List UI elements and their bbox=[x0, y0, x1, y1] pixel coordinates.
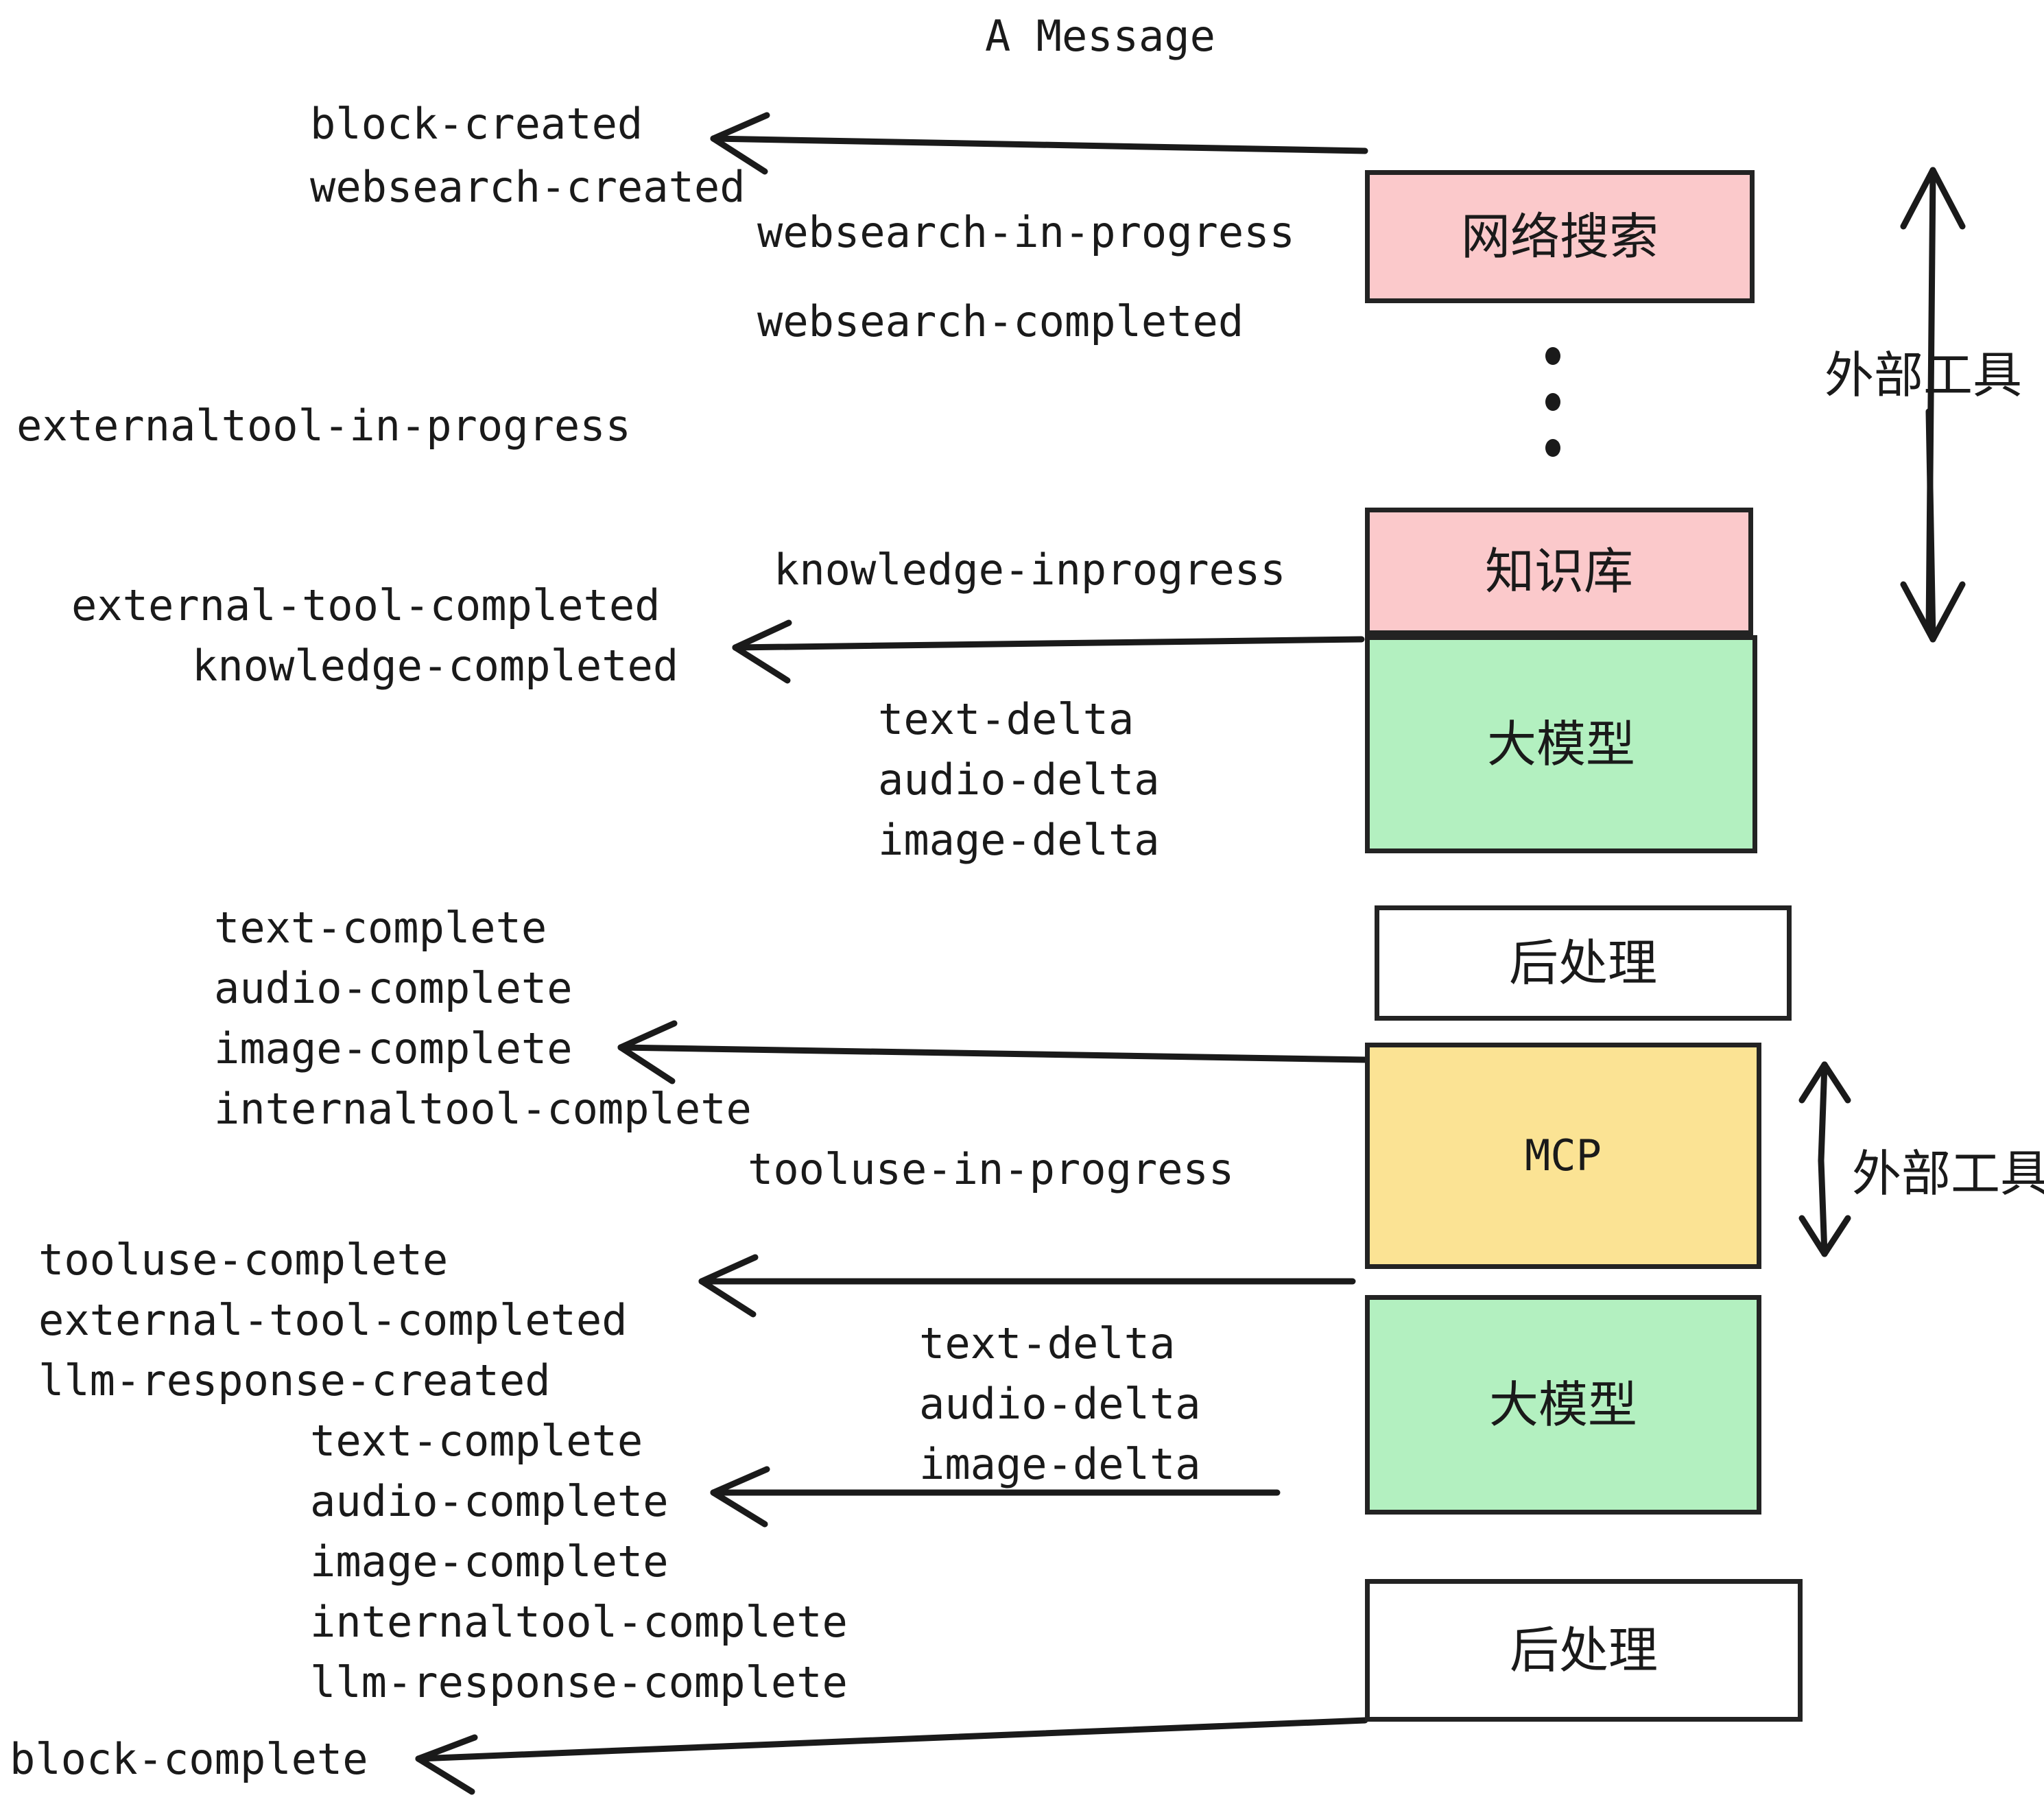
event-external-tool-completed-first: external-tool-completed bbox=[71, 580, 661, 630]
vertical-ellipsis bbox=[1545, 347, 1561, 457]
arrow-mcp-to-imagecomplete bbox=[617, 1044, 1368, 1063]
event-tooluse-complete: tooluse-complete bbox=[38, 1235, 449, 1285]
event-audio-complete-first: audio-complete bbox=[214, 963, 573, 1013]
event-websearch-completed: websearch-completed bbox=[757, 296, 1244, 346]
node-knowledge-base-label: 知识库 bbox=[1484, 543, 1633, 600]
node-postprocess-first[interactable]: 后处理 bbox=[1375, 905, 1792, 1021]
arrow-knowledge-to-knowledgecompleted bbox=[732, 636, 1365, 651]
ellipsis-dot bbox=[1545, 439, 1560, 457]
event-block-created: block-created bbox=[310, 99, 643, 149]
side-label-external-tools-bottom: 外部工具 bbox=[1852, 1145, 2044, 1202]
node-mcp-label: MCP bbox=[1525, 1130, 1602, 1180]
node-mcp[interactable]: MCP bbox=[1365, 1043, 1761, 1269]
event-image-delta-second: image-delta bbox=[919, 1439, 1201, 1489]
event-text-complete-second: text-complete bbox=[310, 1416, 643, 1466]
node-knowledge-base[interactable]: 知识库 bbox=[1365, 508, 1753, 635]
event-audio-delta-second: audio-delta bbox=[919, 1379, 1201, 1429]
event-tooluse-in-progress: tooluse-in-progress bbox=[748, 1144, 1235, 1194]
page-title: A Message bbox=[985, 11, 1215, 61]
node-llm-second-label: 大模型 bbox=[1488, 1376, 1637, 1434]
event-websearch-in-progress: websearch-in-progress bbox=[757, 207, 1295, 257]
arrow-post2-to-blockcomplete bbox=[415, 1717, 1368, 1762]
event-internaltool-complete-first: internaltool-complete bbox=[214, 1084, 752, 1134]
event-knowledge-inprogress: knowledge-inprogress bbox=[774, 545, 1286, 595]
event-llm-response-complete: llm-response-complete bbox=[310, 1657, 848, 1707]
arrow-external-tools-up-bottom bbox=[1818, 1061, 1828, 1164]
event-text-complete-first: text-complete bbox=[214, 903, 547, 953]
event-external-tool-completed-second: external-tool-completed bbox=[38, 1295, 628, 1345]
event-text-delta-first: text-delta bbox=[878, 694, 1134, 744]
node-postprocess-second-label: 后处理 bbox=[1509, 1622, 1658, 1679]
arrow-websearch-to-blockcreated bbox=[710, 135, 1368, 154]
event-image-complete-second: image-complete bbox=[310, 1536, 669, 1587]
event-externaltool-in-progress: externaltool-in-progress bbox=[16, 401, 631, 451]
node-llm-second[interactable]: 大模型 bbox=[1365, 1295, 1761, 1515]
event-audio-complete-second: audio-complete bbox=[310, 1476, 669, 1526]
node-websearch[interactable]: 网络搜索 bbox=[1365, 170, 1755, 303]
node-postprocess-second[interactable]: 后处理 bbox=[1365, 1579, 1803, 1722]
node-llm-first[interactable]: 大模型 bbox=[1365, 635, 1757, 853]
node-llm-first-label: 大模型 bbox=[1486, 715, 1635, 773]
event-block-complete: block-complete bbox=[10, 1734, 368, 1784]
ellipsis-dot bbox=[1545, 347, 1560, 365]
event-websearch-created: websearch-created bbox=[310, 162, 746, 212]
ellipsis-dot bbox=[1545, 393, 1560, 411]
node-postprocess-first-label: 后处理 bbox=[1508, 934, 1657, 992]
event-knowledge-completed: knowledge-completed bbox=[192, 641, 679, 691]
side-label-external-tools-top: 外部工具 bbox=[1825, 346, 2023, 404]
event-text-delta-second: text-delta bbox=[919, 1318, 1176, 1368]
event-image-complete-first: image-complete bbox=[214, 1023, 573, 1073]
event-internaltool-complete-second: internaltool-complete bbox=[310, 1597, 848, 1647]
node-websearch-label: 网络搜索 bbox=[1460, 208, 1659, 265]
event-llm-response-created: llm-response-created bbox=[38, 1355, 551, 1405]
event-image-delta-first: image-delta bbox=[878, 815, 1160, 865]
event-audio-delta-first: audio-delta bbox=[878, 755, 1160, 805]
